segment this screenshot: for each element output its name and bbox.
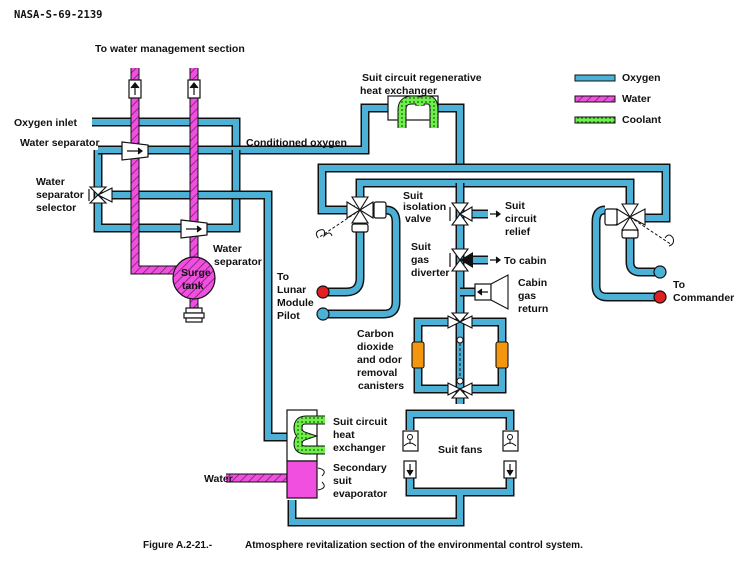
label-cabin-return-3: return — [518, 303, 548, 315]
suit-gas-diverter-valve[interactable] — [449, 248, 501, 272]
suit-fan-right — [502, 430, 519, 479]
label-co2-1: Carbon — [357, 328, 394, 340]
water-separator-selector-valve[interactable] — [88, 186, 113, 204]
label-evap-3: evaporator — [333, 488, 387, 500]
label-co2-5: canisters — [358, 380, 404, 392]
water-check-valve-left — [128, 79, 142, 99]
label-water-separator-top: Water separator — [20, 137, 100, 149]
label-lmp-2: Lunar — [277, 284, 306, 296]
legend-label-oxygen: Oxygen — [622, 72, 661, 84]
water-separator-bottom[interactable] — [180, 219, 208, 239]
suit-circuit-heat-exchanger — [286, 409, 325, 462]
co2-canister-right — [495, 341, 509, 369]
commander-return-connector[interactable] — [653, 265, 667, 279]
label-ws-selector-3: selector — [36, 202, 76, 214]
label-ws-selector-1: Water — [36, 176, 65, 188]
lmp-supply-connector[interactable] — [316, 285, 330, 299]
label-lmp-1: To — [277, 271, 289, 283]
figure-caption-number: Figure A.2-21.- — [143, 540, 212, 551]
label-schx-3: exchanger — [333, 442, 386, 454]
label-conditioned-oxygen: Conditioned oxygen — [246, 137, 347, 149]
label-evap-2: suit — [333, 475, 352, 487]
label-suit-fans: Suit fans — [438, 444, 482, 456]
label-co2-4: removal — [357, 367, 397, 379]
legend-swatch-coolant — [574, 116, 616, 124]
label-regen-hx-1: Suit circuit regenerative — [362, 72, 482, 84]
label-iso-3: valve — [405, 213, 431, 225]
label-relief-1: Suit — [505, 200, 525, 212]
cabin-gas-return[interactable] — [474, 274, 509, 310]
legend: Oxygen Water Coolant — [574, 72, 662, 126]
label-to-water-management: To water management section — [95, 43, 245, 55]
commander-supply-connector[interactable] — [653, 290, 667, 304]
water-check-valve-right — [187, 79, 201, 99]
label-ws-bottom-1: Water — [213, 243, 242, 255]
label-cdr-2: Commander — [673, 292, 734, 304]
label-diverter-3: diverter — [411, 267, 450, 279]
figure-id: NASA-S-69-2139 — [14, 9, 103, 21]
label-relief-3: relief — [505, 226, 531, 238]
label-schx-1: Suit circuit — [333, 416, 388, 428]
canister-valve-upper[interactable] — [447, 312, 473, 344]
label-to-cabin: To cabin — [504, 255, 546, 267]
label-ws-selector-2: separator — [36, 189, 84, 201]
label-relief-2: circuit — [505, 213, 537, 225]
label-water-inlet: Water — [204, 473, 233, 485]
co2-canister-left — [411, 341, 425, 369]
label-schx-2: heat — [333, 429, 355, 441]
suit-fan-left — [402, 430, 419, 479]
label-cdr-1: To — [673, 279, 685, 291]
regenerative-heat-exchanger — [387, 95, 439, 128]
label-diverter-1: Suit — [411, 241, 431, 253]
label-lmp-4: Pilot — [277, 310, 300, 322]
legend-swatch-water — [574, 95, 616, 103]
surge-tank-label-1: Surge — [181, 267, 211, 279]
labels: Oxygen inlet Water separator Water separ… — [14, 72, 734, 500]
label-co2-2: dioxide — [357, 341, 394, 353]
label-lmp-3: Module — [277, 297, 314, 309]
suit-circuit-relief-valve[interactable] — [449, 202, 501, 226]
label-co2-3: and odor — [357, 354, 402, 366]
legend-swatch-oxygen — [574, 74, 616, 82]
legend-label-water: Water — [622, 93, 651, 105]
label-iso-1: Suit — [403, 190, 423, 202]
suit-isolation-valve-lmp[interactable] — [315, 196, 387, 239]
label-cabin-return-2: gas — [518, 290, 536, 302]
canister-valve-lower[interactable] — [447, 377, 473, 399]
surge-tank: Surge tank — [172, 256, 216, 323]
label-diverter-2: gas — [411, 254, 429, 266]
suit-isolation-valve-commander[interactable] — [604, 203, 674, 247]
lmp-return-connector[interactable] — [316, 307, 330, 321]
label-evap-1: Secondary — [333, 462, 387, 474]
label-regen-hx-2: heat exchanger — [360, 85, 437, 97]
secondary-suit-evaporator — [286, 460, 325, 499]
legend-label-coolant: Coolant — [622, 114, 662, 126]
label-cabin-return-1: Cabin — [518, 277, 547, 289]
oxygen-pipes — [92, 103, 671, 527]
label-oxygen-inlet: Oxygen inlet — [14, 117, 78, 129]
water-separator-top[interactable] — [121, 141, 149, 161]
surge-tank-label-2: tank — [182, 280, 204, 292]
water-pipes — [130, 68, 288, 483]
figure-caption-text: Atmosphere revitalization section of the… — [245, 540, 583, 551]
label-iso-2: isolation — [403, 201, 446, 213]
label-ws-bottom-2: separator — [214, 256, 262, 268]
